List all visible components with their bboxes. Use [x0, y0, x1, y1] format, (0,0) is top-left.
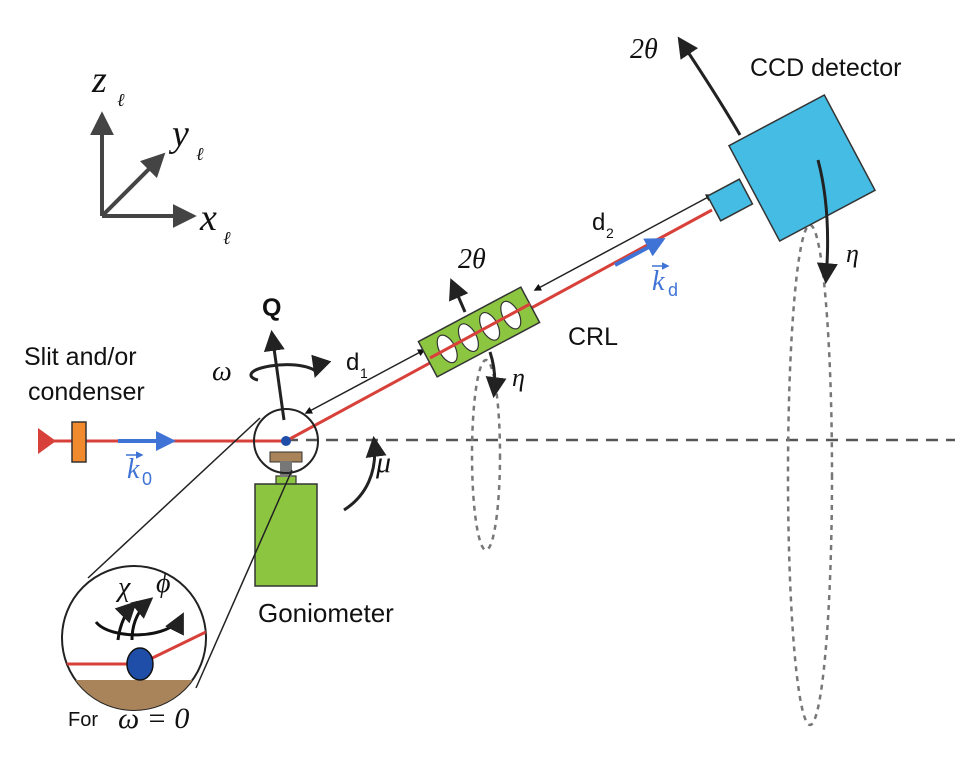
mu-label: μ [375, 446, 391, 479]
z-axis-subscript: ℓ [117, 90, 125, 110]
phi-label: ϕ [156, 568, 171, 599]
crl-eta-label: η [512, 363, 525, 392]
slit-label-line1: Slit and/or [24, 343, 137, 371]
x-axis-subscript: ℓ [223, 228, 231, 248]
inset-zoom: χ ϕ [61, 565, 207, 711]
detector-eta-arrow [816, 159, 838, 285]
ccd-detector-icon [706, 93, 877, 243]
omega-zero-label: ω = 0 [118, 702, 189, 735]
z-axis-label: z [91, 59, 107, 101]
detector-two-theta-arrow [677, 36, 742, 136]
kd-subscript: d [668, 280, 678, 300]
detector-label: CCD detector [750, 54, 901, 82]
crl-two-theta-arrow [449, 278, 469, 313]
mu-rotation-arrow [343, 435, 387, 512]
lab-frame-axes: z ℓ y ℓ x ℓ [90, 59, 231, 248]
chi-label: χ [115, 572, 131, 603]
crl-eta-arrow [485, 351, 507, 399]
inset-connector-lower [195, 469, 293, 689]
omega-label: ω [212, 356, 232, 387]
omega-rotation-arrow [249, 354, 332, 382]
d2-label: d [592, 209, 605, 236]
kd-label: k [652, 266, 665, 297]
d1-distance-arrow [304, 349, 426, 414]
crl-two-theta-label: 2θ [458, 244, 486, 275]
k0-label: k [127, 454, 140, 485]
crl-label: CRL [568, 323, 618, 351]
crl-beam-through [429, 302, 531, 360]
source-triangle-icon [38, 428, 56, 454]
d2-distance-arrow [533, 194, 714, 291]
kd-vector-arrow [614, 238, 666, 267]
sample-region-circle [253, 408, 319, 474]
y-axis-subscript: ℓ [196, 144, 204, 164]
d2-subscript: 2 [606, 225, 614, 241]
d1-subscript: 1 [360, 365, 368, 381]
detector-eta-label: η [846, 239, 859, 268]
q-vector-arrow [263, 329, 286, 421]
y-axis-label: y [168, 113, 189, 155]
inset-connector-upper [87, 417, 261, 579]
inset-sample-icon [126, 647, 154, 681]
crl-eta-rotation-path [470, 358, 502, 552]
goniometer-label: Goniometer [258, 598, 394, 628]
detector-two-theta-label: 2θ [630, 34, 658, 65]
chi-rotation-arrow [94, 612, 184, 637]
for-label: For [68, 709, 98, 731]
slit-label-line2: condenser [28, 378, 145, 406]
x-axis-label: x [199, 197, 217, 239]
d1-label: d [346, 349, 359, 376]
q-label: Q [262, 294, 281, 322]
detector-eta-rotation-path [786, 223, 834, 727]
slit-icon [71, 421, 87, 463]
sample-icon [281, 436, 291, 446]
k0-subscript: 0 [142, 469, 152, 489]
